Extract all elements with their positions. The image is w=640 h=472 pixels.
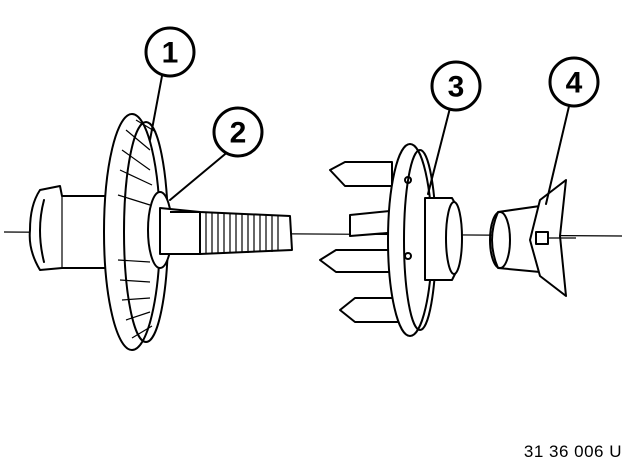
part-2-threaded-axle-shaft xyxy=(147,191,293,269)
figure-reference-number: 31 36 006 U xyxy=(523,442,622,461)
callout-1-label: 1 xyxy=(162,37,179,70)
callout-2-label: 2 xyxy=(230,117,247,150)
callout-3-label: 3 xyxy=(448,71,465,104)
part-3-wheel-hub-with-studs xyxy=(319,143,463,337)
part-1-brake-disc xyxy=(28,113,169,351)
callout-4: 4 xyxy=(548,56,600,108)
callout-leader-lines xyxy=(149,75,571,205)
callout-1: 1 xyxy=(144,26,196,78)
callout-4-label: 4 xyxy=(566,67,583,100)
callout-3: 3 xyxy=(430,60,482,112)
callout-2: 2 xyxy=(212,106,264,158)
part-4-hub-nut-and-washer xyxy=(489,179,576,297)
